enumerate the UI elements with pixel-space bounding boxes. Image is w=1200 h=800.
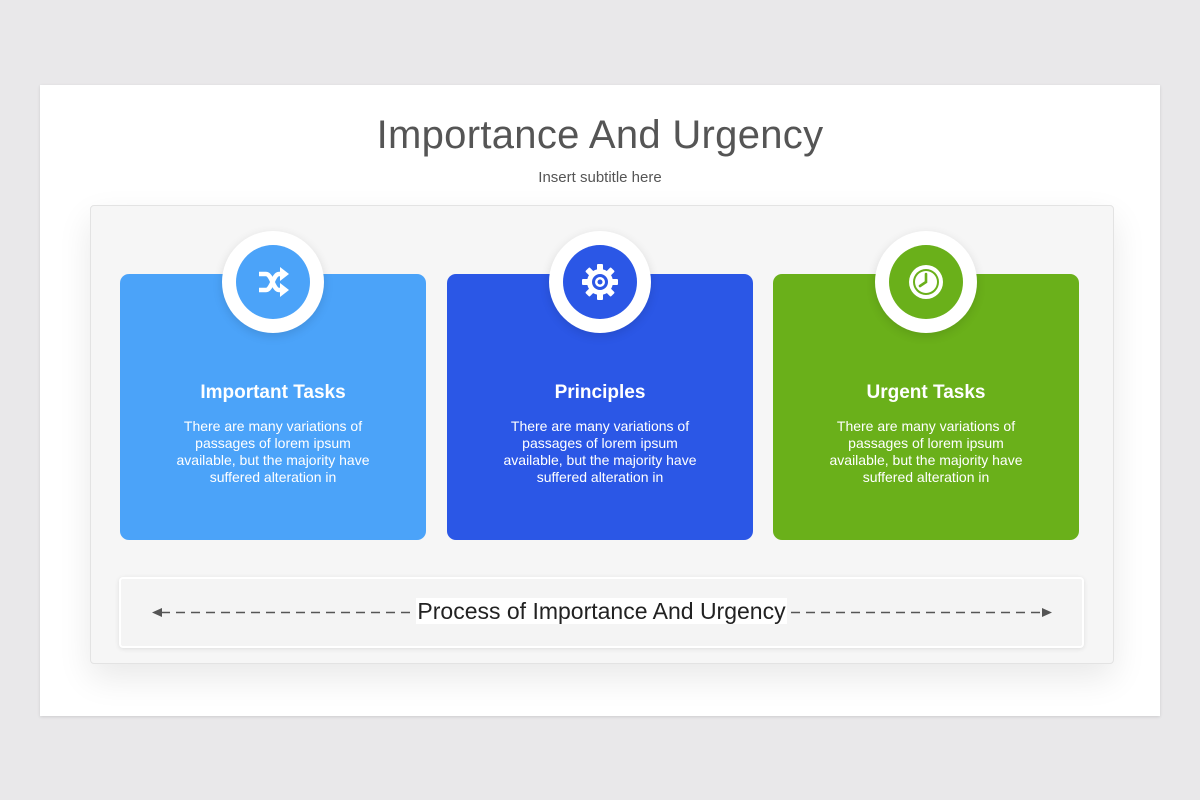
card-title: Important Tasks <box>200 382 346 403</box>
gear-icon <box>563 245 637 319</box>
slide-title: Importance And Urgency <box>376 113 824 157</box>
process-bar: Process of Importance And Urgency <box>119 577 1084 648</box>
shuffle-icon <box>236 245 310 319</box>
card-title: Principles <box>554 382 646 403</box>
icon-badge <box>549 231 651 333</box>
slide: Importance And Urgency Insert subtitle h… <box>40 85 1160 716</box>
card-text: There are many variations of passages of… <box>503 418 697 485</box>
card-title: Urgent Tasks <box>866 382 986 403</box>
icon-badge <box>875 231 977 333</box>
clock-icon <box>889 245 963 319</box>
card-text: There are many variations of passages of… <box>829 418 1023 485</box>
card-text: There are many variations of passages of… <box>176 418 370 485</box>
slide-subtitle: Insert subtitle here <box>538 169 662 186</box>
process-label: Process of Importance And Urgency <box>416 598 787 624</box>
card-urgent-tasks: Urgent Tasks There are many variations o… <box>773 274 1079 540</box>
icon-badge <box>222 231 324 333</box>
